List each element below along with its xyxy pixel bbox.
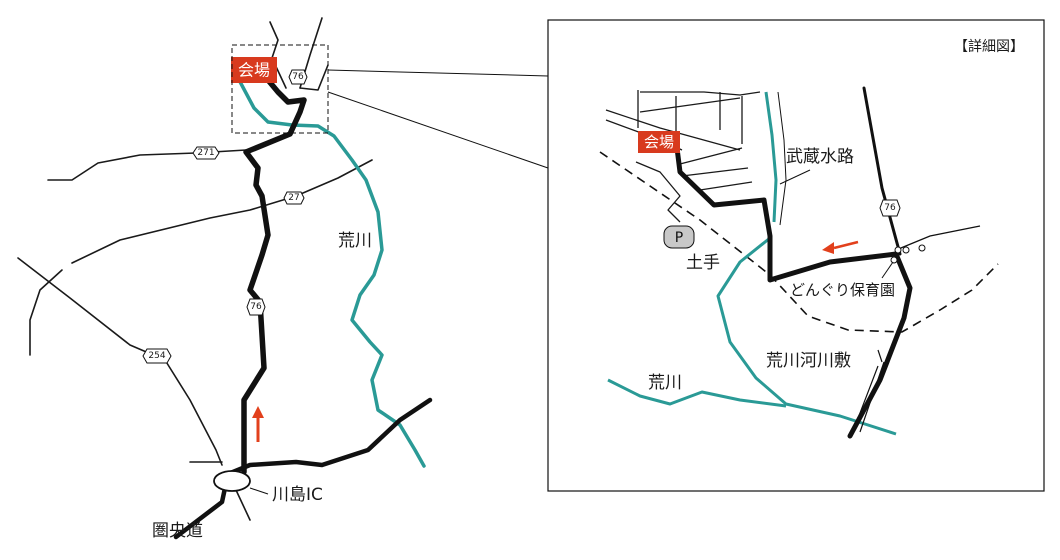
detail-arakawa-tributary: [607, 378, 787, 408]
detail-title: 【詳細図】: [954, 39, 1024, 55]
road-r27: [71, 159, 373, 264]
parking-marker: P: [663, 225, 695, 249]
detail-town-roads: [605, 90, 761, 223]
nursery-label: どんぐり保育園: [790, 281, 895, 299]
embankment-dashed: [599, 151, 999, 333]
detail-venue-label: 会場: [644, 133, 674, 151]
interchange-oval: [213, 470, 251, 492]
overview-route: [241, 77, 307, 475]
interchange-label: 川島IC: [272, 485, 323, 505]
embankment-label: 土手: [686, 253, 720, 273]
zoom-connector-top: [327, 69, 549, 77]
shield-r271: 271: [192, 146, 220, 160]
parking-label: P: [675, 230, 683, 246]
overview-venue-label: 会場: [238, 61, 270, 80]
shield-r254: 254: [142, 348, 172, 364]
riverbed-label: 荒川河川敷: [766, 351, 851, 371]
overview-arakawa-river: [236, 76, 426, 468]
detail-route: [673, 137, 913, 439]
shield-r76-top: 76: [288, 69, 308, 85]
detail-shield-76: 76: [879, 199, 901, 217]
shield-r27: 27: [283, 191, 305, 205]
detail-frame: [547, 19, 1045, 492]
waterway-leader: [779, 169, 811, 185]
shield-r271-text: 271: [197, 148, 214, 158]
zoom-region: [231, 44, 329, 134]
overview-direction-arrow: [252, 406, 264, 442]
detail-map: 【詳細図】 武蔵水路 荒川: [547, 19, 1045, 492]
road-west: [29, 269, 63, 356]
road-ic-south: [235, 489, 251, 521]
shield-r76-top-text: 76: [292, 72, 304, 82]
shield-r27-text: 27: [288, 193, 299, 203]
expressway-line: [173, 397, 433, 540]
detail-road-76: [862, 86, 902, 256]
detail-arakawa-river: [716, 236, 897, 436]
overview-river-label: 荒川: [338, 231, 372, 251]
musashi-waterway: [764, 91, 778, 223]
detail-road-east: [895, 225, 981, 251]
waterway-label: 武蔵水路: [786, 147, 854, 167]
overview-roads: [17, 17, 373, 521]
road-north-branch: [299, 64, 329, 91]
zoom-connector-bottom: [327, 91, 549, 169]
detail-direction-arrow: [822, 240, 859, 254]
expressway-label: 圏央道: [152, 521, 203, 541]
nursery-leader: [881, 261, 894, 279]
shield-r76-mid-text: 76: [250, 302, 262, 312]
shield-r254-text: 254: [148, 351, 165, 361]
interchange-leader: [249, 487, 269, 495]
road-r254: [17, 257, 223, 466]
nursery-markers: [890, 244, 926, 264]
overview-map: 川島IC 圏央道 荒川 76 271 27 76 254: [17, 17, 549, 541]
detail-river-label: 荒川: [648, 373, 682, 393]
shield-r76-mid: 76: [246, 298, 266, 316]
road-north-1: [269, 21, 287, 89]
detail-bridge: [851, 349, 885, 435]
musashi-waterway-edge: [777, 91, 787, 226]
overview-venue-marker: 会場: [231, 57, 277, 83]
detail-shield-76-text: 76: [884, 203, 896, 213]
overview-expressway: [173, 397, 433, 540]
detail-venue-marker: 会場: [638, 131, 680, 153]
